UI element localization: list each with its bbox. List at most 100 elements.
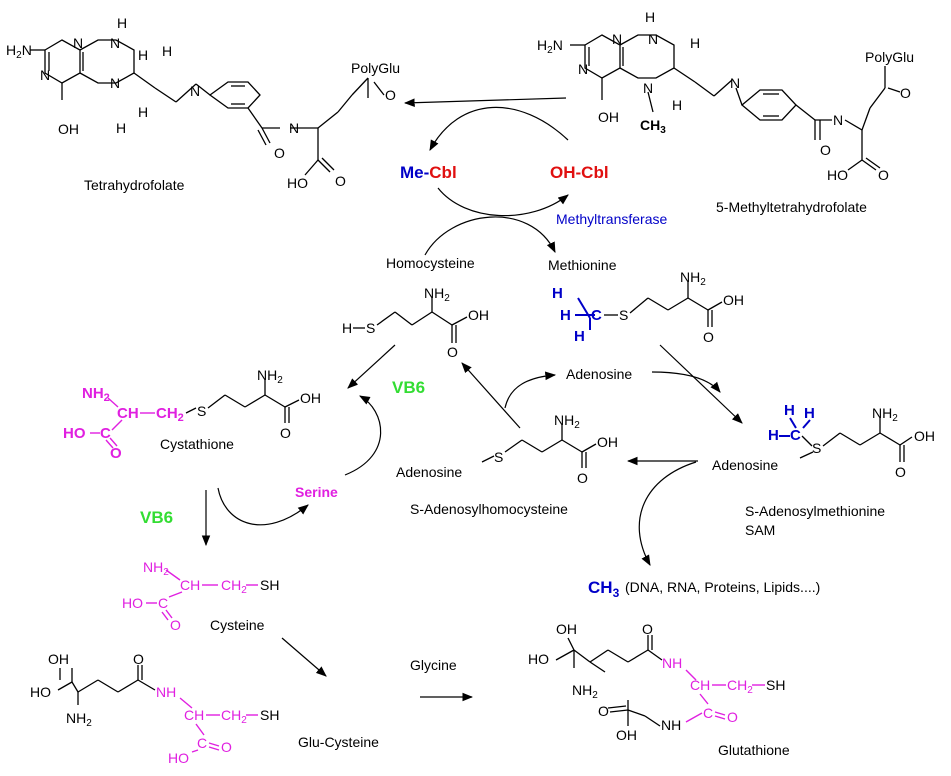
- svg-text:H: H: [138, 47, 148, 63]
- arrow-sah-to-homocysteine: [461, 362, 521, 429]
- arrow-cysteine-to-glucys: [281, 637, 327, 677]
- svg-text:SH: SH: [766, 677, 785, 693]
- sam-abbr-label: SAM: [745, 522, 775, 538]
- methyltransferase-label: Methyltransferase: [556, 211, 667, 227]
- me-cbl-label: Me-Cbl: [400, 163, 457, 182]
- svg-text:CH2: CH2: [156, 405, 184, 424]
- svg-text:O: O: [820, 142, 831, 158]
- svg-text:O: O: [727, 709, 738, 725]
- svg-text:N: N: [190, 83, 200, 99]
- vb6-label-1: VB6: [392, 378, 425, 397]
- svg-text:OH: OH: [914, 428, 935, 444]
- methyltetrahydrofolate-label: 5-Methyltetrahydrofolate: [716, 199, 867, 215]
- cysteine-structure: NH2 CH CH2 SH HO C O: [122, 559, 279, 633]
- sam-structure: H H H C S NH2 OH O: [768, 402, 935, 480]
- svg-text:NH: NH: [156, 684, 176, 700]
- methyl-group-label: CH3: [588, 578, 620, 600]
- sah-structure: S NH2 OH O: [481, 412, 618, 486]
- svg-text:H: H: [162, 43, 172, 59]
- cysteine-label: Cysteine: [210, 617, 265, 633]
- svg-text:HO: HO: [528, 651, 549, 667]
- adenosine-label-sah: Adenosine: [396, 464, 462, 480]
- svg-text:H: H: [804, 405, 815, 422]
- svg-text:O: O: [577, 470, 588, 486]
- svg-text:NH2: NH2: [143, 559, 169, 578]
- svg-text:O: O: [335, 173, 346, 189]
- svg-text:NH2: NH2: [82, 385, 110, 404]
- svg-text:SH: SH: [260, 707, 279, 723]
- svg-text:NH: NH: [661, 717, 681, 733]
- oh-cbl-label: OH-Cbl: [550, 163, 609, 182]
- svg-text:OH: OH: [58, 121, 79, 137]
- svg-text:NH2: NH2: [872, 405, 898, 424]
- svg-text:O: O: [110, 445, 122, 462]
- svg-text:HO: HO: [30, 684, 51, 700]
- svg-text:H: H: [342, 320, 352, 336]
- glutathione-label: Glutathione: [718, 742, 790, 758]
- arrow-adenosine-to-sam: [651, 371, 721, 393]
- svg-text:N: N: [612, 31, 622, 47]
- cystathione-label: Cystathione: [160, 436, 234, 452]
- svg-text:NH2: NH2: [257, 367, 283, 386]
- svg-text:NH2: NH2: [572, 682, 598, 701]
- svg-text:CH2: CH2: [221, 707, 247, 726]
- svg-text:OH: OH: [616, 727, 637, 743]
- svg-text:NH: NH: [662, 655, 682, 671]
- svg-text:O: O: [274, 145, 285, 161]
- svg-text:N: N: [648, 31, 658, 47]
- svg-text:N: N: [833, 112, 843, 128]
- svg-text:OH: OH: [468, 307, 489, 323]
- methionine-label: Methionine: [548, 257, 617, 273]
- svg-text:S: S: [197, 403, 206, 419]
- svg-text:OH: OH: [556, 621, 577, 637]
- svg-text:HO: HO: [168, 750, 189, 766]
- svg-text:H: H: [645, 9, 655, 25]
- svg-text:NH2: NH2: [66, 710, 92, 729]
- svg-text:S: S: [619, 307, 628, 323]
- svg-text:NH2: NH2: [424, 285, 450, 304]
- sam-name-label: S-Adenosylmethionine: [745, 503, 885, 519]
- svg-text:O: O: [447, 344, 458, 360]
- svg-text:OH: OH: [723, 292, 744, 308]
- vb6-label-2: VB6: [140, 508, 173, 527]
- cystathione-structure: NH2 CH CH2 HO C O S NH2 OH O: [63, 367, 321, 462]
- svg-text:HO: HO: [63, 425, 86, 442]
- arrow-serine-to-cystathione: [344, 395, 382, 476]
- svg-text:S: S: [366, 320, 375, 336]
- svg-text:O: O: [221, 739, 232, 755]
- svg-text:S: S: [494, 449, 503, 465]
- svg-text:S: S: [812, 440, 821, 456]
- svg-text:OH: OH: [48, 651, 69, 667]
- glycine-label: Glycine: [410, 657, 457, 673]
- homocysteine-structure: H S NH2 OH O: [342, 285, 489, 360]
- svg-text:O: O: [703, 329, 714, 345]
- svg-text:NH2: NH2: [554, 412, 580, 431]
- svg-text:H: H: [672, 97, 682, 113]
- arrow-ohcbl-to-mecbl: [429, 106, 569, 151]
- svg-text:N: N: [110, 35, 120, 51]
- svg-text:O: O: [133, 651, 144, 667]
- svg-text:N: N: [110, 75, 120, 91]
- svg-text:HO: HO: [122, 595, 143, 611]
- svg-text:CH2: CH2: [727, 677, 753, 696]
- svg-text:H: H: [138, 104, 148, 120]
- svg-text:CH: CH: [184, 707, 204, 723]
- svg-text:N: N: [40, 67, 50, 83]
- glutathione-structure: OH HO NH2 O NH CH CH2 SH C O NH O: [528, 621, 785, 743]
- glu-cysteine-structure: OH HO NH2 O NH CH CH2 SH C HO O: [30, 651, 279, 766]
- tetrahydrofolate-label: Tetrahydrofolate: [84, 177, 185, 193]
- methyltetrahydrofolate-structure: H2N N N N N H H H OH CH3 N O N O HO O Po…: [537, 9, 914, 183]
- homocysteine-label: Homocysteine: [386, 255, 475, 271]
- svg-text:H2N: H2N: [6, 42, 32, 61]
- arrow-homocysteine-to-cystathione: [347, 344, 396, 389]
- svg-text:HO: HO: [827, 167, 848, 183]
- svg-text:CH: CH: [180, 577, 200, 593]
- svg-text:O: O: [642, 621, 653, 637]
- svg-text:N: N: [643, 80, 653, 96]
- svg-text:NH2: NH2: [680, 269, 706, 288]
- svg-text:C: C: [591, 307, 602, 324]
- polyglu-label-2: PolyGlu: [865, 49, 914, 65]
- svg-text:H: H: [117, 15, 127, 31]
- arrow-cystathione-to-serine: [217, 487, 309, 526]
